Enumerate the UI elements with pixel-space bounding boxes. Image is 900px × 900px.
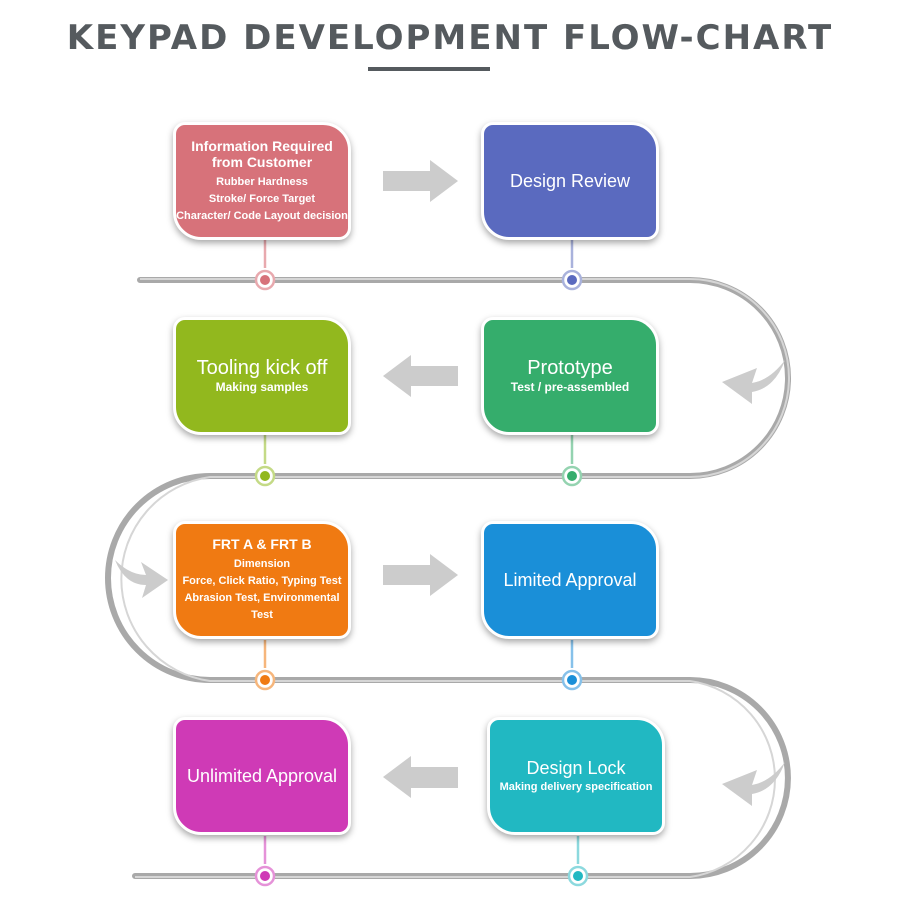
step-box-limited-approval: Limited Approval bbox=[481, 521, 659, 639]
step-subtitle: Making delivery specification bbox=[499, 781, 653, 793]
step-heading: Prototype bbox=[527, 357, 613, 379]
step-box-design-review: Design Review bbox=[481, 122, 659, 240]
step-subtitle: Making samples bbox=[215, 380, 309, 394]
step-box-prototype: Prototype Test / pre-assembled bbox=[481, 317, 659, 435]
curved-arrow-left-icon bbox=[722, 360, 785, 404]
flow-track bbox=[105, 277, 791, 879]
step-heading: Limited Approval bbox=[503, 570, 637, 590]
step-heading: Tooling kick off bbox=[196, 357, 328, 379]
flow-arrows bbox=[383, 160, 458, 798]
connector-pin bbox=[561, 240, 583, 291]
bend-arrows bbox=[115, 360, 785, 806]
step-detail: Character/ Code Layout decision bbox=[176, 209, 348, 222]
step-box-unlimited-approval: Unlimited Approval bbox=[173, 717, 351, 835]
step-detail: Stroke/ Force Target bbox=[208, 192, 316, 205]
arrow-right-icon bbox=[383, 160, 458, 202]
step-detail: Rubber Hardness bbox=[216, 175, 308, 188]
step-heading: Design Lock bbox=[526, 758, 626, 778]
step-heading: FRT A & FRT B bbox=[212, 536, 312, 552]
curved-arrow-left-icon bbox=[722, 762, 785, 806]
step-box-tooling-kick-off: Tooling kick off Making samples bbox=[173, 317, 351, 435]
step-heading: Unlimited Approval bbox=[186, 766, 338, 786]
connector-pin bbox=[567, 836, 589, 887]
step-detail: Abrasion Test, Environmental Test bbox=[184, 592, 340, 621]
step-subtitle: Test / pre-assembled bbox=[510, 380, 630, 394]
curved-arrow-right-icon bbox=[115, 560, 168, 598]
connector-pin bbox=[254, 240, 276, 291]
step-box-design-lock: Design Lock Making delivery specificatio… bbox=[487, 717, 665, 835]
step-heading: Information Required from Customer bbox=[191, 137, 333, 170]
page-title: KEYPAD DEVELOPMENT FLOW-CHART bbox=[66, 18, 834, 58]
arrow-left-icon bbox=[383, 355, 458, 397]
connector-pin bbox=[561, 640, 583, 691]
arrow-left-icon bbox=[383, 756, 458, 798]
connector-pin bbox=[561, 435, 583, 487]
connector-pin bbox=[254, 836, 276, 887]
step-detail: Force, Click Ratio, Typing Test bbox=[182, 575, 342, 587]
arrow-right-icon bbox=[383, 554, 458, 596]
step-heading: Design Review bbox=[509, 171, 631, 191]
connector-pin bbox=[254, 435, 276, 487]
title-underline bbox=[368, 67, 490, 71]
step-box-information-required: Information Required from Customer Rubbe… bbox=[173, 122, 351, 240]
step-detail: Dimension bbox=[233, 558, 291, 570]
step-box-frt: FRT A & FRT B Dimension Force, Click Rat… bbox=[173, 521, 351, 639]
connector-pin bbox=[254, 640, 276, 691]
